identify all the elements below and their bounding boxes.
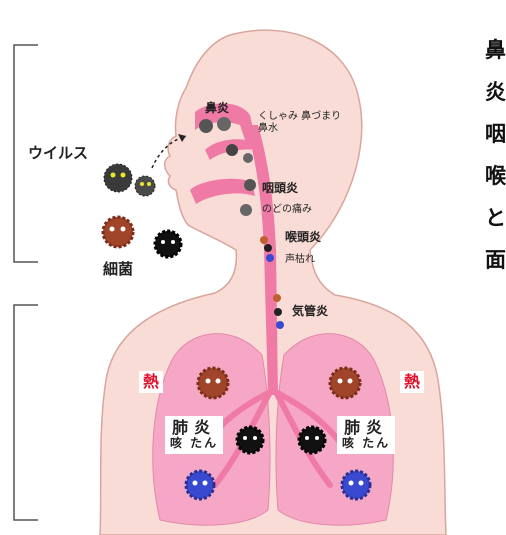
- virus-label: ウイルス: [28, 146, 88, 161]
- bacteria-icon: [237, 427, 263, 453]
- virus-icon: [104, 164, 132, 192]
- virus-icon: [240, 204, 252, 216]
- laryngitis-label: 喉頭炎: [285, 231, 321, 243]
- virus-icon: [342, 471, 370, 499]
- bacteria-icon: [299, 427, 325, 453]
- bacteria-icon: [260, 236, 268, 244]
- bacteria-icon: [198, 368, 228, 398]
- bacteria-icon: [330, 368, 360, 398]
- virus-icon: [199, 119, 213, 133]
- bacteria-label: 細菌: [103, 262, 133, 277]
- virus-group-outside: [104, 164, 155, 196]
- bacteria-icon: [155, 231, 181, 257]
- fever-badge-left: 熱: [139, 371, 163, 393]
- pharyngitis-label: 咽頭炎: [262, 182, 298, 194]
- virus-icon: [135, 176, 155, 196]
- virus-icon: [243, 153, 253, 163]
- pneumonia-box-left: 肺炎 咳 たん: [165, 416, 223, 454]
- pneumonia-label: 肺炎: [342, 419, 390, 437]
- bacteria-icon: [273, 294, 281, 302]
- virus-icon: [226, 144, 238, 156]
- side-text-6: 面: [485, 250, 506, 271]
- virus-icon: [186, 471, 214, 499]
- side-text-2: 炎: [485, 82, 506, 103]
- rhinitis-symptoms-1: くしゃみ 鼻づまり: [258, 112, 341, 122]
- bronchitis-label: 気管炎: [292, 305, 328, 317]
- side-text-1: 鼻: [485, 40, 506, 61]
- pharyngitis-symptom: のどの痛み: [262, 205, 312, 215]
- virus-icon: [266, 254, 274, 262]
- bacteria-icon: [274, 308, 282, 316]
- pneumonia-symptoms: 咳 たん: [342, 437, 390, 451]
- rhinitis-symptoms-2: 鼻水: [258, 124, 278, 134]
- virus-icon: [217, 117, 231, 131]
- pneumonia-label: 肺炎: [170, 419, 218, 437]
- side-text-5: と: [485, 208, 506, 229]
- pneumonia-box-right: 肺炎 咳 たん: [337, 416, 395, 454]
- virus-icon: [276, 321, 284, 329]
- fever-badge-right: 熱: [400, 371, 424, 393]
- rhinitis-label: 鼻炎: [205, 102, 229, 114]
- bacteria-icon: [264, 244, 272, 252]
- bacteria-group-outside: [103, 217, 181, 257]
- pneumonia-symptoms: 咳 たん: [170, 437, 218, 451]
- laryngitis-symptom: 声枯れ: [285, 255, 315, 265]
- lower-bracket: [14, 305, 38, 520]
- side-text-4: 喉: [485, 166, 506, 187]
- side-text-3: 咽: [485, 124, 506, 145]
- virus-icon: [244, 179, 256, 191]
- bacteria-icon: [103, 217, 133, 247]
